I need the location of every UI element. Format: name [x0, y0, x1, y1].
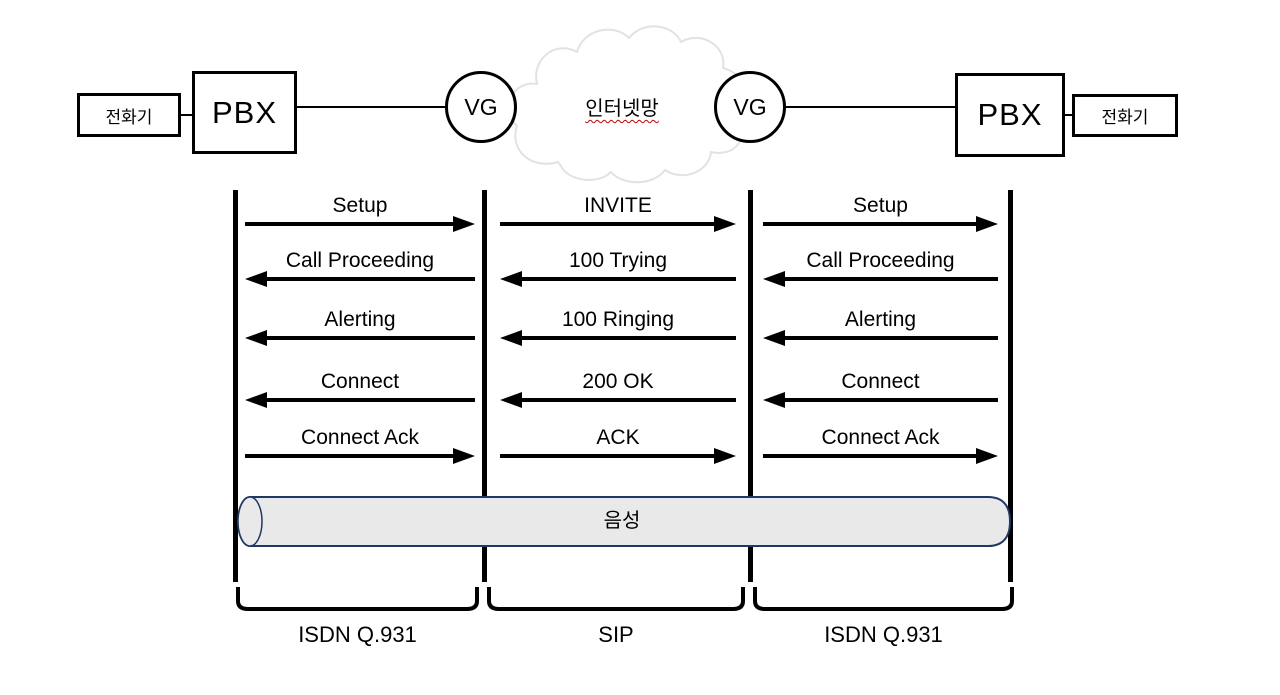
- arrow-head-icon: [763, 271, 785, 287]
- arrow-shaft: [518, 336, 736, 340]
- link-pbx-phone-right: [1065, 114, 1072, 116]
- message-label-isdn-right-4: Connect: [841, 370, 920, 393]
- message-label-sip-1: INVITE: [584, 194, 652, 217]
- link-pbx-vg-left: [297, 106, 445, 108]
- arrow-shaft: [263, 398, 475, 402]
- phone-label-right: 전화기: [1101, 108, 1149, 127]
- pipe-end-cap: [237, 496, 263, 547]
- arrow-head-icon: [453, 448, 475, 464]
- message-label-isdn-left-5: Connect Ack: [301, 426, 419, 449]
- arrow-shaft: [263, 277, 475, 281]
- arrow-head-icon: [500, 392, 522, 408]
- message-arrow-sip-4: [500, 392, 736, 408]
- arrow-head-icon: [976, 448, 998, 464]
- message-arrow-isdn-left-3: [245, 330, 475, 346]
- protocol-label-isdn-right: ISDN Q.931: [824, 622, 943, 647]
- pbx-box-right: PBX: [955, 73, 1065, 157]
- arrow-shaft: [763, 454, 980, 458]
- lifeline-1: [233, 190, 238, 582]
- lifeline-4: [1008, 190, 1013, 582]
- arrow-head-icon: [714, 448, 736, 464]
- message-label-isdn-left-2: Call Proceeding: [285, 249, 435, 272]
- message-label-isdn-left-1: Setup: [332, 194, 388, 217]
- arrow-shaft: [245, 222, 457, 226]
- message-label-sip-3: 100 Ringing: [561, 308, 675, 331]
- vg-node-left: VG: [445, 71, 517, 143]
- bracket-sip: [487, 587, 745, 611]
- message-arrow-sip-3: [500, 330, 736, 346]
- lifeline-3: [748, 190, 753, 582]
- vg-label-right: VG: [733, 93, 767, 120]
- message-label-sip-2: 100 Trying: [568, 249, 668, 272]
- message-arrow-isdn-left-2: [245, 271, 475, 287]
- message-arrow-sip-2: [500, 271, 736, 287]
- message-label-isdn-left-3: Alerting: [324, 308, 396, 331]
- message-arrow-sip-1: [500, 216, 736, 232]
- message-arrow-isdn-left-1: [245, 216, 475, 232]
- arrow-shaft: [245, 454, 457, 458]
- protocol-label-isdn-left: ISDN Q.931: [298, 622, 417, 647]
- bracket-isdn-right: [753, 587, 1014, 611]
- arrow-head-icon: [245, 330, 267, 346]
- pbx-label-right: PBX: [977, 97, 1043, 132]
- arrow-shaft: [263, 336, 475, 340]
- message-arrow-isdn-right-3: [763, 330, 998, 346]
- arrow-head-icon: [245, 271, 267, 287]
- vg-label-left: VG: [464, 93, 498, 120]
- pbx-box-left: PBX: [192, 71, 297, 154]
- arrow-head-icon: [763, 392, 785, 408]
- message-label-sip-4: 200 OK: [582, 370, 654, 393]
- pbx-label-left: PBX: [211, 94, 278, 130]
- link-vg-pbx-right: [786, 106, 955, 108]
- link-phone-pbx-left: [181, 114, 192, 116]
- protocol-label-sip: SIP: [598, 622, 634, 647]
- arrow-shaft: [500, 222, 718, 226]
- vg-node-right: VG: [714, 71, 786, 143]
- arrow-shaft: [781, 277, 998, 281]
- arrow-shaft: [500, 454, 718, 458]
- message-label-sip-5: ACK: [596, 426, 640, 449]
- arrow-head-icon: [714, 216, 736, 232]
- lifeline-2: [482, 190, 487, 582]
- arrow-shaft: [781, 398, 998, 402]
- arrow-shaft: [763, 222, 980, 226]
- message-label-isdn-right-2: Call Proceeding: [806, 249, 955, 272]
- message-label-isdn-right-5: Connect Ack: [821, 426, 940, 449]
- phone-box-right: 전화기: [1072, 94, 1178, 137]
- phone-label-left: 전화기: [105, 107, 153, 127]
- message-arrow-isdn-left-5: [245, 448, 475, 464]
- phone-box-left: 전화기: [77, 93, 181, 137]
- message-arrow-sip-5: [500, 448, 736, 464]
- message-label-isdn-right-1: Setup: [853, 194, 908, 217]
- arrow-head-icon: [245, 392, 267, 408]
- voice-pipe: [237, 496, 1012, 547]
- arrow-head-icon: [500, 330, 522, 346]
- arrow-head-icon: [976, 216, 998, 232]
- cloud-label: 인터넷망: [585, 98, 659, 120]
- arrow-shaft: [518, 398, 736, 402]
- voice-pipe-label: 음성: [603, 510, 641, 532]
- arrow-shaft: [781, 336, 998, 340]
- arrow-head-icon: [763, 330, 785, 346]
- message-arrow-isdn-right-1: [763, 216, 998, 232]
- bracket-isdn-left: [236, 587, 479, 611]
- arrow-head-icon: [500, 271, 522, 287]
- message-arrow-isdn-right-2: [763, 271, 998, 287]
- arrow-head-icon: [453, 216, 475, 232]
- message-arrow-isdn-right-5: [763, 448, 998, 464]
- message-arrow-isdn-right-4: [763, 392, 998, 408]
- message-arrow-isdn-left-4: [245, 392, 475, 408]
- message-label-isdn-right-3: Alerting: [844, 308, 917, 331]
- message-label-isdn-left-4: Connect: [320, 370, 400, 393]
- arrow-shaft: [518, 277, 736, 281]
- internet-cloud: [507, 25, 747, 184]
